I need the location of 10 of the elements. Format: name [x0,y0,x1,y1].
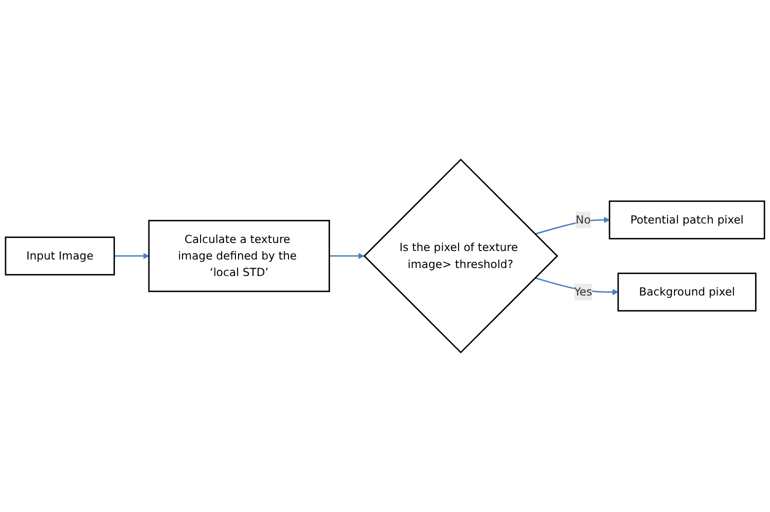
node-diamond: Is the pixel of texture image> threshold? [363,158,558,354]
node-box: Potential patch pixel [608,200,766,240]
arrow [534,216,610,235]
edge-label: Yes [574,285,592,298]
node-box: Calculate a texture image defined by the ‘local STD’ [148,220,330,292]
arrow [114,252,150,260]
arrow [329,252,364,260]
edge-label: No [576,212,591,226]
node-box: Background pixel [617,272,756,312]
node-box: Input Image [4,236,115,276]
